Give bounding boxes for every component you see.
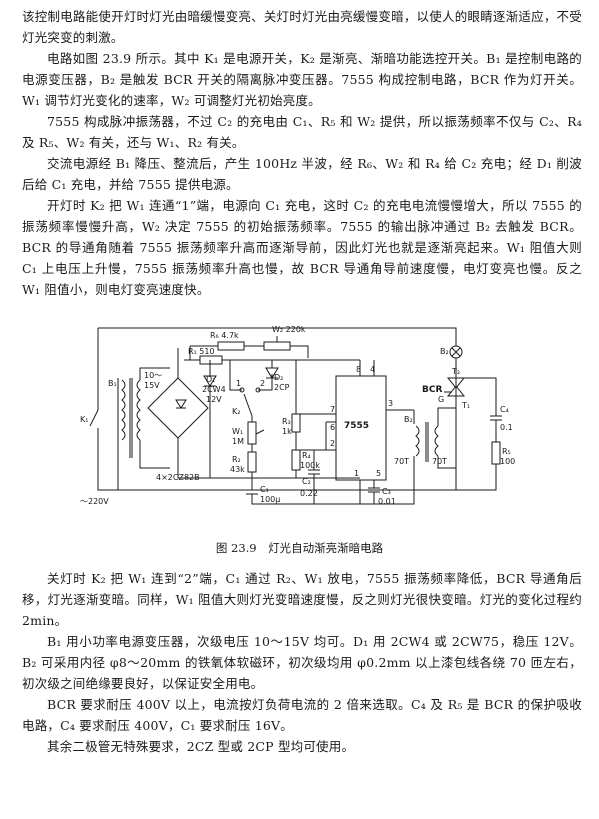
- label-t1: T₁: [461, 401, 470, 410]
- label-b1: B₁: [108, 379, 117, 388]
- label-ac-source: ～220V: [80, 497, 109, 506]
- paragraph-intro: 该控制电路能使开灯时灯光由暗缓慢变亮、关灯时灯光由亮缓慢变暗，以使人的眼睛逐渐适…: [22, 9, 582, 45]
- label-w1-value: 1M: [232, 437, 244, 446]
- label-pin6: 6: [330, 423, 335, 432]
- circuit-schematic: R₆ 4.7k W₂ 220k R₁ 510 B₁ 10～ 15V D₁ 2CW…: [80, 325, 515, 506]
- label-c3-value: 0.01: [378, 497, 396, 506]
- label-c4-value: 0.1: [500, 423, 513, 432]
- label-r4: R₄: [302, 451, 311, 460]
- label-d1: D₁: [206, 375, 215, 384]
- label-b2-primary-turns: 70T: [394, 457, 409, 466]
- label-r5-value: 100: [500, 457, 515, 466]
- label-c3: C₃: [382, 487, 391, 496]
- label-k2: K₂: [232, 407, 240, 416]
- label-c1-value: 100μ: [260, 495, 280, 504]
- label-c2: C₂: [302, 477, 311, 486]
- label-k1: K₁: [80, 415, 88, 424]
- label-w1: W₁: [232, 427, 243, 436]
- label-d1-volt: 12V: [206, 395, 222, 404]
- label-pin1: 1: [354, 469, 359, 478]
- label-switch-2: 2: [260, 379, 265, 388]
- label-w2: W₂ 220k: [272, 325, 306, 334]
- label-ic-7555: 7555: [344, 421, 369, 431]
- label-c1: C₁: [260, 485, 269, 494]
- label-pin7: 7: [330, 405, 335, 414]
- label-r3: R₃: [282, 417, 291, 426]
- label-b2-secondary-turns: 70T: [432, 457, 447, 466]
- label-pin5: 5: [376, 469, 381, 478]
- label-10v: 10～: [144, 371, 162, 380]
- label-d2-type: 2CP: [274, 383, 290, 392]
- label-bridge-diodes: 4×2CZ82B: [156, 473, 200, 482]
- label-b2: B₂: [404, 415, 413, 424]
- label-switch-1: 1: [236, 379, 241, 388]
- label-pin3: 3: [388, 399, 393, 408]
- label-r6: R₆ 4.7k: [210, 331, 239, 340]
- paragraph-turn-off: 关灯时 K₂ 把 W₁ 连到“2”端，C₁ 通过 R₂、W₁ 放电，7555 振…: [22, 571, 582, 628]
- label-d2: D₂: [274, 373, 283, 382]
- paragraph-turn-on: 开灯时 K₂ 把 W₁ 连通“1”端，电源向 C₁ 充电，这时 C₂ 的充电电流…: [22, 198, 582, 297]
- paragraph-oscillator: 7555 构成脉冲振荡器，不过 C₂ 的充电由 C₁、R₅ 和 W₂ 提供，所以…: [22, 114, 582, 150]
- label-r5: R₅: [502, 447, 511, 456]
- label-pin4: 4: [370, 365, 375, 374]
- label-t2: T₂: [451, 367, 460, 376]
- figure-caption: 图 23.9 灯光自动渐亮渐暗电路: [215, 541, 384, 555]
- paragraph-other-diodes: 其余二极管无特殊要求，2CZ 型或 2CP 型均可使用。: [47, 739, 355, 754]
- label-r4-value: 100k: [300, 461, 320, 470]
- label-gate: G: [438, 395, 444, 404]
- label-15v: 15V: [144, 381, 160, 390]
- label-lamp: B₂: [440, 347, 449, 356]
- label-d1-type: 2CW4: [202, 385, 226, 394]
- paragraph-component-bcr: BCR 要求耐压 400V 以上，电流按灯负荷电流的 2 倍来选取。C₄ 及 R…: [22, 697, 582, 733]
- paragraph-power-supply: 交流电源经 B₁ 降压、整流后，产生 100Hz 半波，经 R₆、W₂ 和 R₄…: [22, 156, 582, 192]
- label-c4: C₄: [500, 405, 509, 414]
- label-r2: R₂: [232, 455, 241, 464]
- label-pin2: 2: [330, 439, 335, 448]
- label-bcr: BCR: [422, 385, 442, 395]
- label-r2-value: 43k: [230, 465, 245, 474]
- label-r1: R₁ 510: [188, 347, 215, 356]
- label-pin8: 8: [356, 365, 361, 374]
- label-c2-value: 0.22: [300, 489, 318, 498]
- label-r3-value: 1k: [282, 427, 292, 436]
- paragraph-component-b1-b2: B₁ 用小功率电源变压器，次级电压 10～15V 均可。D₁ 用 2CW4 或 …: [22, 634, 582, 691]
- paragraph-circuit-overview: 电路如图 23.9 所示。其中 K₁ 是电源开关，K₂ 是渐亮、渐暗功能选控开关…: [22, 51, 582, 108]
